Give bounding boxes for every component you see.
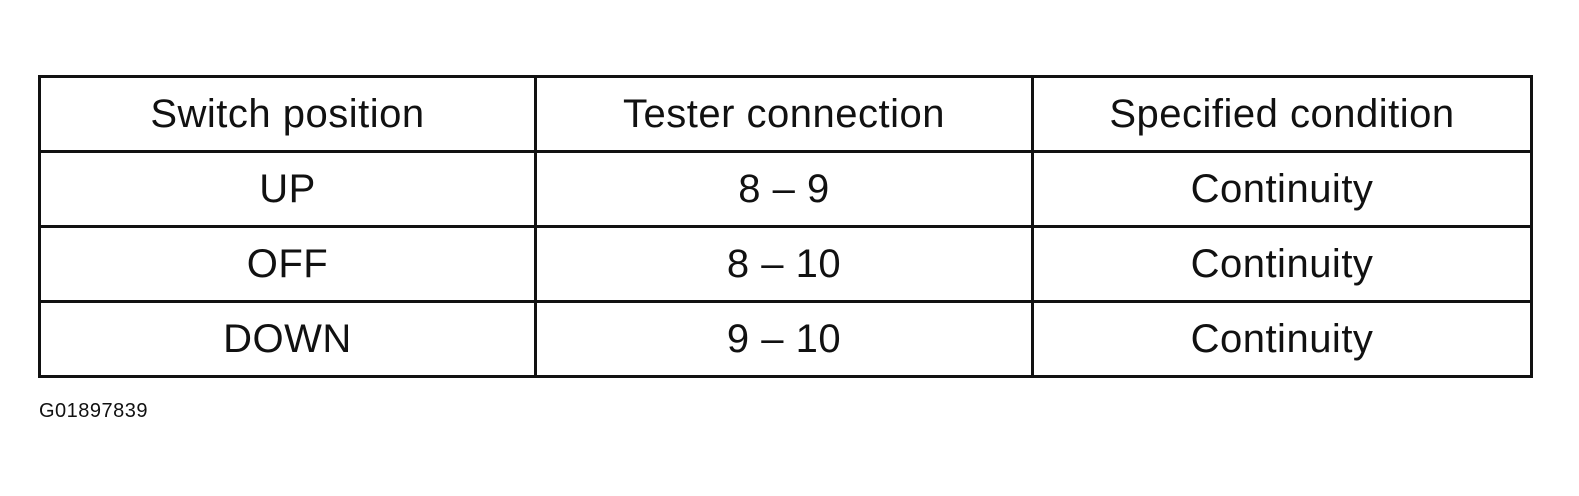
switch-continuity-table: Switch position Tester connection Specif… [38, 75, 1533, 378]
cell-specified-condition: Continuity [1031, 300, 1533, 378]
cell-switch-position: UP [38, 150, 537, 228]
cell-switch-position: OFF [38, 225, 537, 303]
figure-id: G01897839 [39, 400, 149, 422]
table-header: Switch position Tester connection Specif… [38, 75, 1533, 153]
header-row: Switch position Tester connection Specif… [38, 75, 1533, 153]
header-switch-position: Switch position [38, 75, 537, 153]
header-specified-condition: Specified condition [1031, 75, 1533, 153]
header-tester-connection: Tester connection [534, 75, 1034, 153]
cell-specified-condition: Continuity [1031, 225, 1533, 303]
table-row: DOWN 9 – 10 Continuity [38, 300, 1533, 378]
cell-specified-condition: Continuity [1031, 150, 1533, 228]
cell-switch-position: DOWN [38, 300, 537, 378]
cell-tester-connection: 9 – 10 [534, 300, 1034, 378]
table-row: UP 8 – 9 Continuity [38, 150, 1533, 228]
table-row: OFF 8 – 10 Continuity [38, 225, 1533, 303]
table-body: UP 8 – 9 Continuity OFF 8 – 10 Continuit… [38, 150, 1533, 378]
cell-tester-connection: 8 – 9 [534, 150, 1034, 228]
cell-tester-connection: 8 – 10 [534, 225, 1034, 303]
